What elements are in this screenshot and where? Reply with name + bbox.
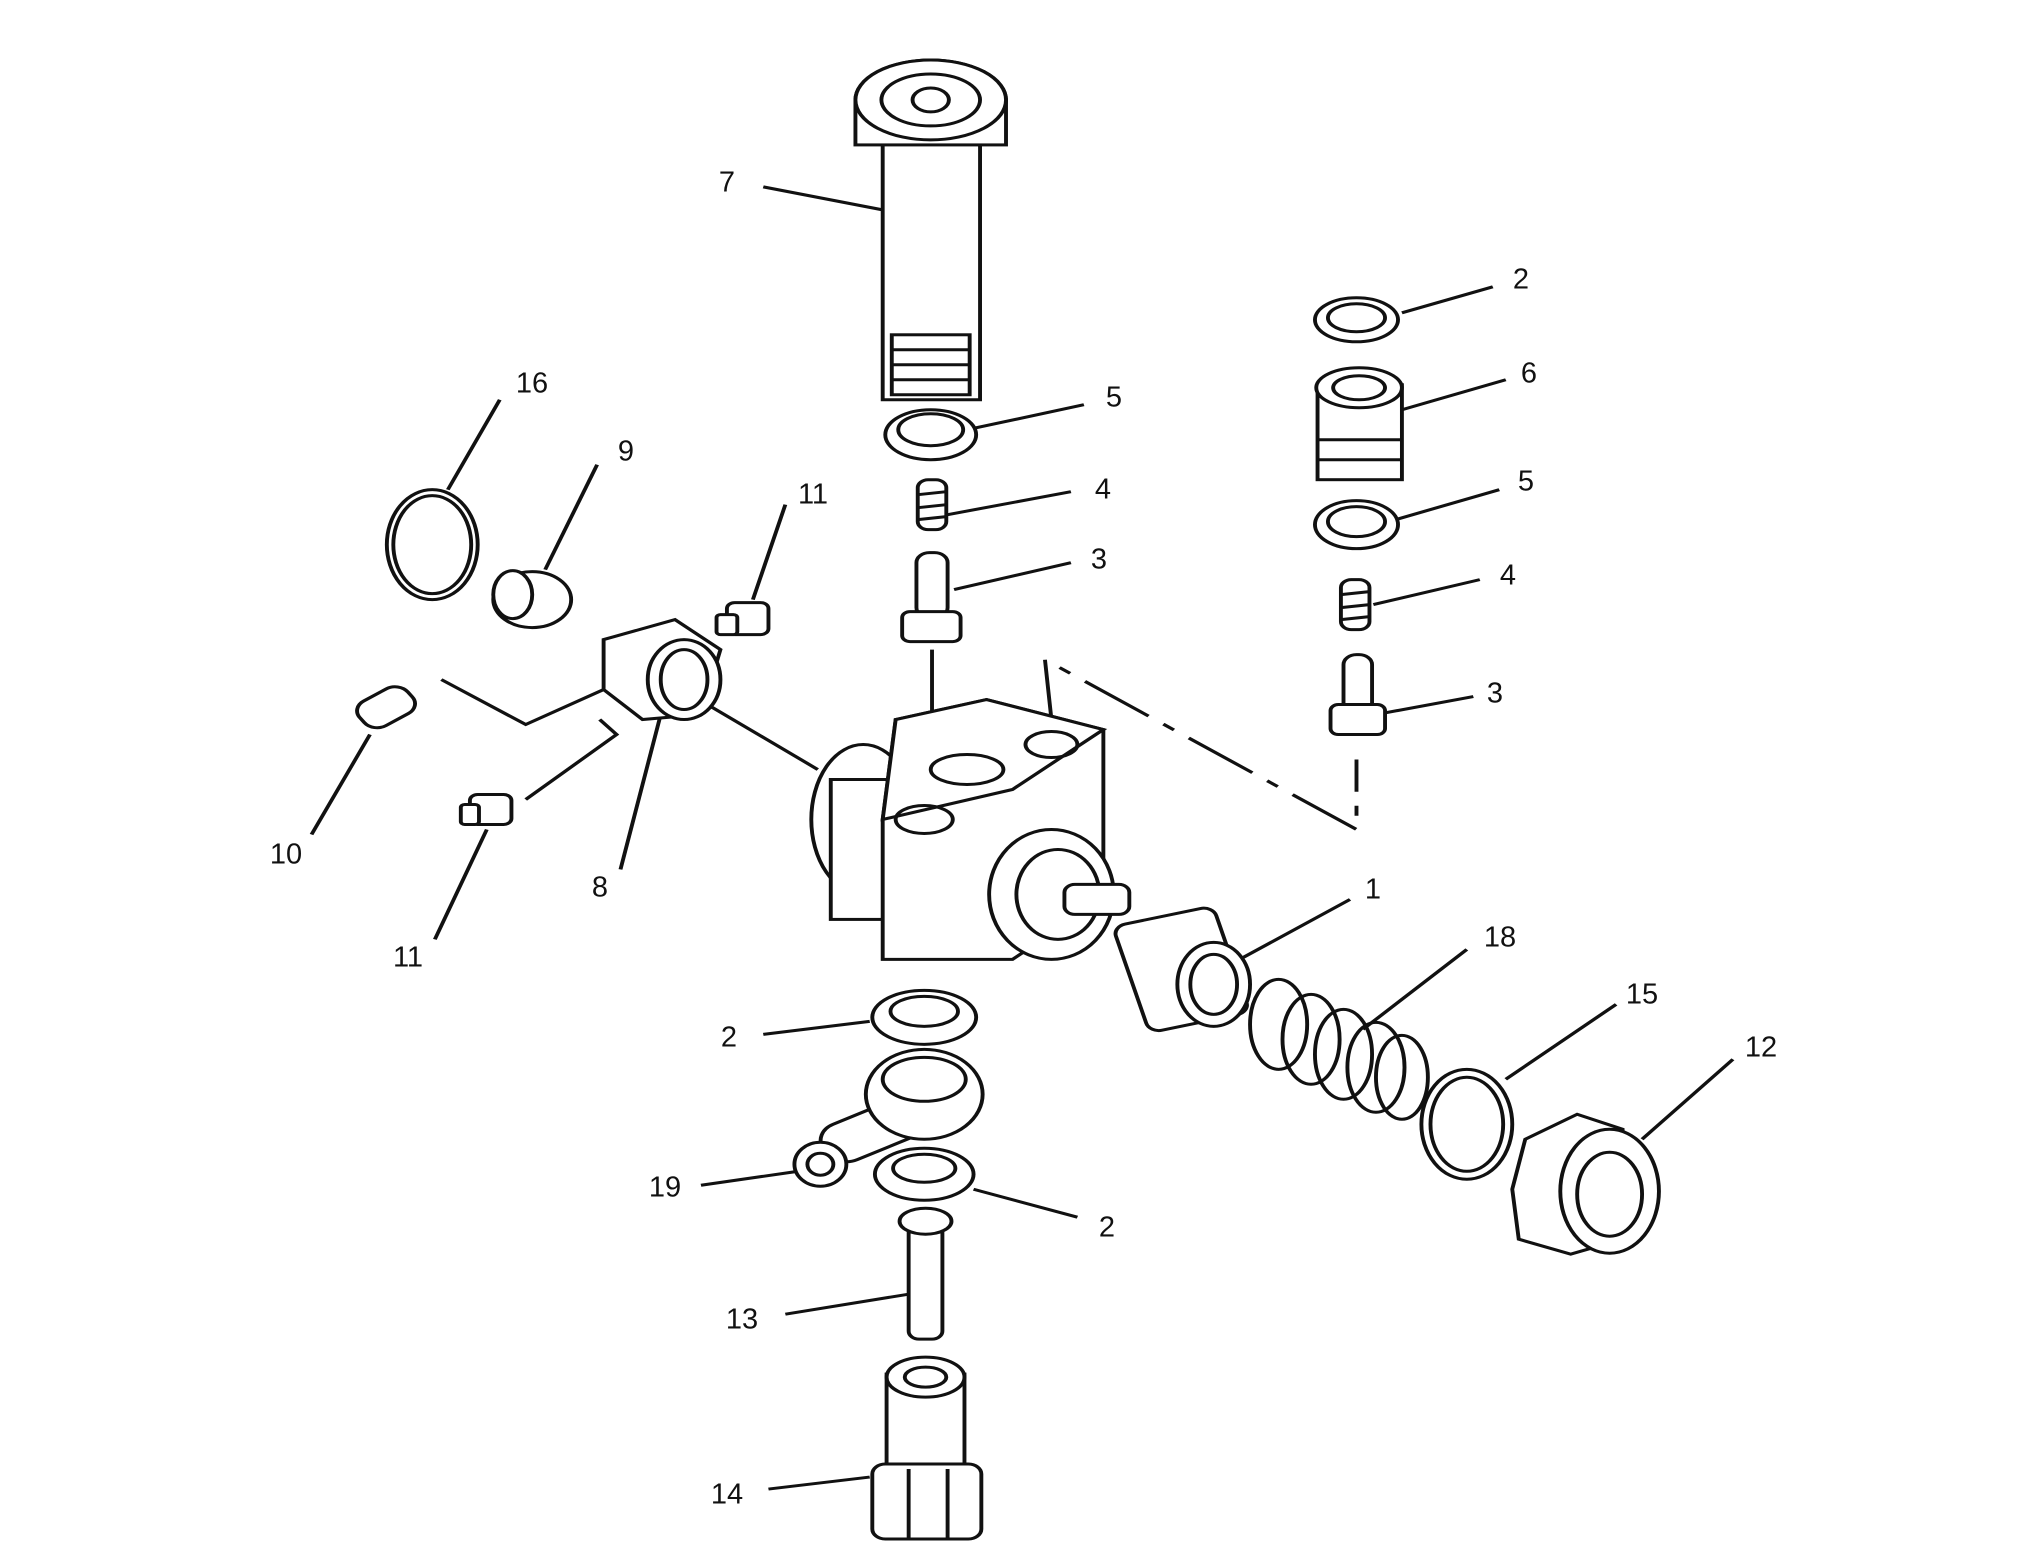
part-8-tappet: [601, 617, 723, 722]
callout-7: 7: [718, 166, 736, 199]
callout-3: 3: [1090, 543, 1108, 576]
callout-13: 13: [725, 1303, 759, 1336]
part-12-plug: [1510, 1112, 1661, 1256]
part-2-washer-upper: [870, 988, 979, 1046]
part-16-snap-ring: [384, 488, 480, 602]
part-19-banjo-fitting: [792, 1047, 985, 1188]
part-4-spring-center: [915, 478, 949, 532]
callout-2: 2: [1098, 1211, 1116, 1244]
part-9-cam-roller: [491, 569, 574, 630]
pump-housing: [809, 697, 1132, 961]
callout-11: 11: [392, 941, 424, 974]
callout-18: 18: [1483, 921, 1517, 954]
callout-1: 1: [1364, 873, 1382, 906]
callout-8: 8: [591, 871, 609, 904]
part-11-screw-top: [714, 601, 771, 637]
part-3-valve-center: [900, 551, 963, 644]
callout-6: 6: [1520, 357, 1538, 390]
callout-12: 12: [1744, 1031, 1778, 1064]
callout-19: 19: [648, 1171, 682, 1204]
callout-2: 2: [1512, 263, 1530, 296]
callout-16: 16: [515, 367, 549, 400]
part-7-hand-primer: [853, 58, 1008, 402]
part-15-gasket: [1419, 1067, 1515, 1181]
part-3-valve-right: [1328, 653, 1387, 737]
part-4-spring-right: [1338, 578, 1372, 632]
part-2-washer-lower: [872, 1146, 976, 1202]
callout-15: 15: [1625, 978, 1659, 1011]
callout-9: 9: [617, 435, 635, 468]
callout-5: 5: [1517, 465, 1535, 498]
part-14-valve-holder: [870, 1355, 984, 1541]
callout-3: 3: [1486, 677, 1504, 710]
leader-lines: [309, 185, 1735, 1491]
part-5-gasket-center: [883, 408, 979, 462]
part-13-valve-spring: [897, 1206, 954, 1341]
part-2-washer-top-right: [1313, 296, 1400, 344]
callout-11: 11: [797, 478, 829, 511]
part-5-gasket-right: [1313, 499, 1400, 551]
callout-5: 5: [1105, 381, 1123, 414]
part-18-spring: [1248, 977, 1430, 1121]
callout-14: 14: [710, 1478, 744, 1511]
part-1-piston: [1113, 906, 1252, 1033]
callout-2: 2: [720, 1021, 738, 1054]
part-10-pin: [355, 685, 417, 730]
part-6-valve-holder: [1314, 366, 1404, 482]
part-11-screw-bottom: [458, 792, 514, 826]
callout-4: 4: [1499, 559, 1517, 592]
callout-10: 10: [269, 838, 303, 871]
callout-4: 4: [1094, 473, 1112, 506]
